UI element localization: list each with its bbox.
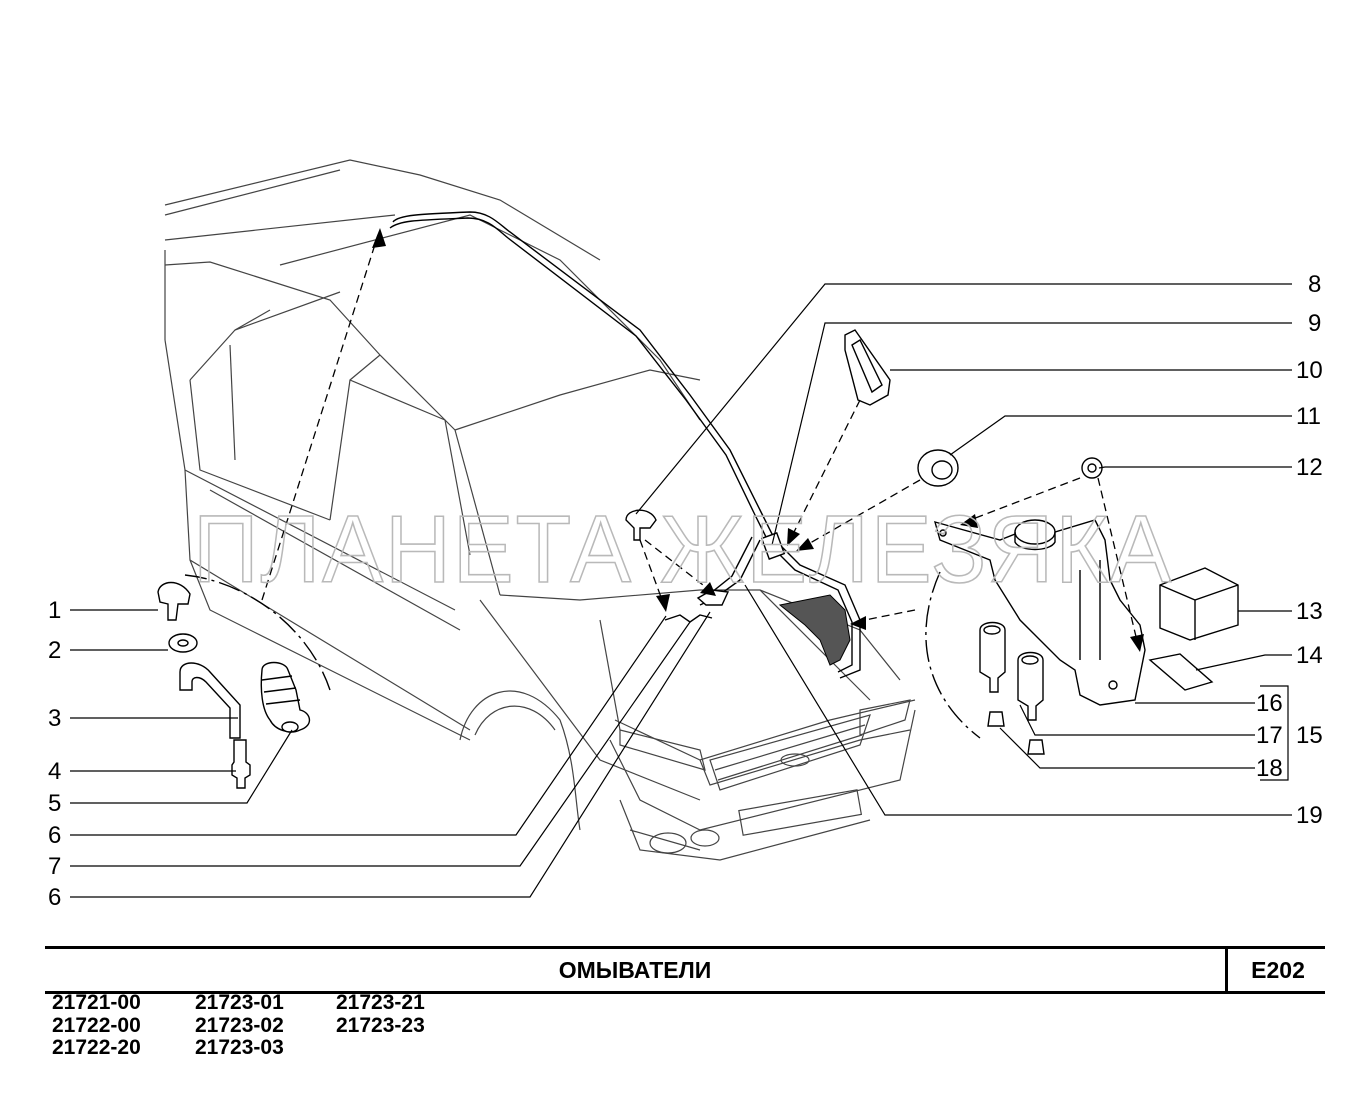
model-code: 21721-00 bbox=[52, 991, 141, 1014]
callout-16: 16 bbox=[1256, 690, 1283, 717]
model-code: 21723-23 bbox=[336, 1013, 425, 1037]
connector-part bbox=[231, 739, 251, 789]
model-code: 21722-20 bbox=[52, 1036, 141, 1059]
callout-9: 9 bbox=[1308, 310, 1321, 337]
callout-14: 14 bbox=[1296, 642, 1323, 669]
callout-19: 19 bbox=[1296, 802, 1323, 829]
callout-6a: 6 bbox=[48, 822, 61, 849]
pad-part bbox=[1148, 653, 1214, 691]
callout-6b: 6 bbox=[48, 884, 61, 911]
drawing-title: ОМЫВАТЕЛИ bbox=[558, 957, 712, 983]
model-column-1: 21721-00 21722-00 21722-20 bbox=[52, 991, 192, 1060]
callout-2: 2 bbox=[48, 637, 61, 664]
callout-13: 13 bbox=[1296, 598, 1323, 625]
hose-part bbox=[179, 662, 241, 739]
washer-nozzle-part bbox=[157, 581, 191, 621]
model-code: 21723-02 bbox=[195, 1013, 284, 1037]
callout-8: 8 bbox=[1308, 271, 1321, 298]
pump-seal-part bbox=[987, 711, 1005, 727]
protective-boot-part bbox=[260, 661, 311, 733]
callout-11: 11 bbox=[1296, 403, 1321, 430]
callout-10: 10 bbox=[1296, 357, 1323, 384]
washer-pump-part bbox=[979, 621, 1006, 693]
watermark-text: ПЛАНЕТА ЖЕЛЕЗЯКА bbox=[193, 496, 1173, 603]
arrow-heads bbox=[372, 228, 1144, 652]
cover-block-part bbox=[1159, 567, 1239, 641]
sheet-code: E202 bbox=[1225, 949, 1328, 991]
washer-reservoir-part bbox=[933, 519, 1146, 706]
callout-17: 17 bbox=[1256, 722, 1283, 749]
callout-12: 12 bbox=[1296, 454, 1323, 481]
callout-7: 7 bbox=[48, 853, 61, 880]
assembly-arrows bbox=[261, 234, 1139, 646]
callout-labels: 1 2 3 4 5 6 7 6 8 9 10 11 12 13 14 16 15… bbox=[48, 271, 1323, 911]
hose-bracket-part bbox=[844, 329, 891, 406]
callout-15: 15 bbox=[1296, 722, 1323, 749]
model-code: 21722-00 bbox=[52, 1013, 141, 1037]
callout-1: 1 bbox=[48, 597, 61, 624]
reservoir-silhouette bbox=[778, 594, 851, 666]
model-code: 21723-01 bbox=[195, 991, 284, 1014]
windshield-nozzle-part bbox=[625, 509, 657, 541]
callout-4: 4 bbox=[48, 758, 61, 785]
title-block: ОМЫВАТЕЛИ E202 bbox=[45, 946, 1325, 994]
hose-joint-part bbox=[760, 532, 786, 560]
callout-3: 3 bbox=[48, 705, 61, 732]
leader-lines bbox=[70, 283, 1292, 898]
callout-18: 18 bbox=[1256, 755, 1283, 782]
parts bbox=[157, 329, 1239, 789]
model-code: 21723-03 bbox=[195, 1036, 284, 1059]
model-code: 21723-21 bbox=[336, 991, 425, 1014]
washer-parts-diagram: 1 2 3 4 5 6 7 6 8 9 10 11 12 13 14 16 15… bbox=[48, 159, 1323, 911]
car-body-drawing bbox=[164, 159, 916, 861]
model-column-2: 21723-01 21723-02 21723-03 bbox=[195, 991, 335, 1060]
callout-5: 5 bbox=[48, 790, 61, 817]
detail-arcs bbox=[184, 571, 981, 739]
model-column-3: 21723-21 21723-23 bbox=[336, 991, 476, 1037]
